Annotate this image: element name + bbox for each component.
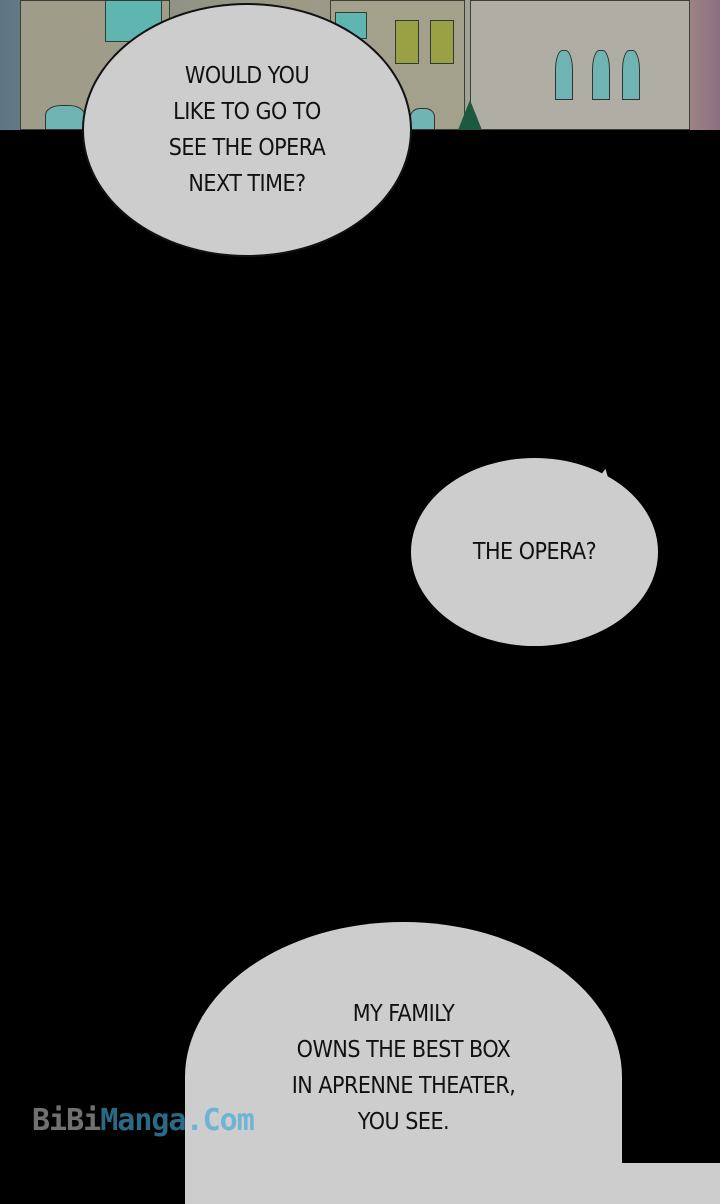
speech-bubble-family-box: MY FAMILY OWNS THE BEST BOX IN APRENNE T… bbox=[185, 922, 622, 1204]
building bbox=[470, 0, 690, 130]
window bbox=[395, 20, 419, 64]
window bbox=[430, 20, 454, 64]
arched-window bbox=[622, 50, 640, 100]
arched-window bbox=[555, 50, 573, 100]
street-scene-panel bbox=[0, 0, 720, 130]
tree-icon bbox=[458, 100, 482, 130]
arched-window bbox=[592, 50, 610, 100]
bubble-text: WOULD YOU LIKE TO GO TO SEE THE OPERA NE… bbox=[168, 63, 326, 197]
bubble-text: THE OPERA? bbox=[472, 539, 597, 565]
bubble-text: MY FAMILY OWNS THE BEST BOX IN APRENNE T… bbox=[291, 1001, 516, 1135]
watermark-part: BiBi bbox=[32, 1103, 101, 1138]
arched-window bbox=[410, 108, 435, 130]
watermark-part: .Com bbox=[185, 1103, 255, 1138]
watermark-part: Manga bbox=[100, 1103, 186, 1138]
arched-window bbox=[45, 105, 85, 130]
speech-bubble-the-opera: THE OPERA? bbox=[411, 458, 658, 646]
speech-bubble-opera-invite: WOULD YOU LIKE TO GO TO SEE THE OPERA NE… bbox=[82, 3, 412, 257]
watermark-logo: BiBiManga.Com bbox=[32, 1103, 255, 1138]
